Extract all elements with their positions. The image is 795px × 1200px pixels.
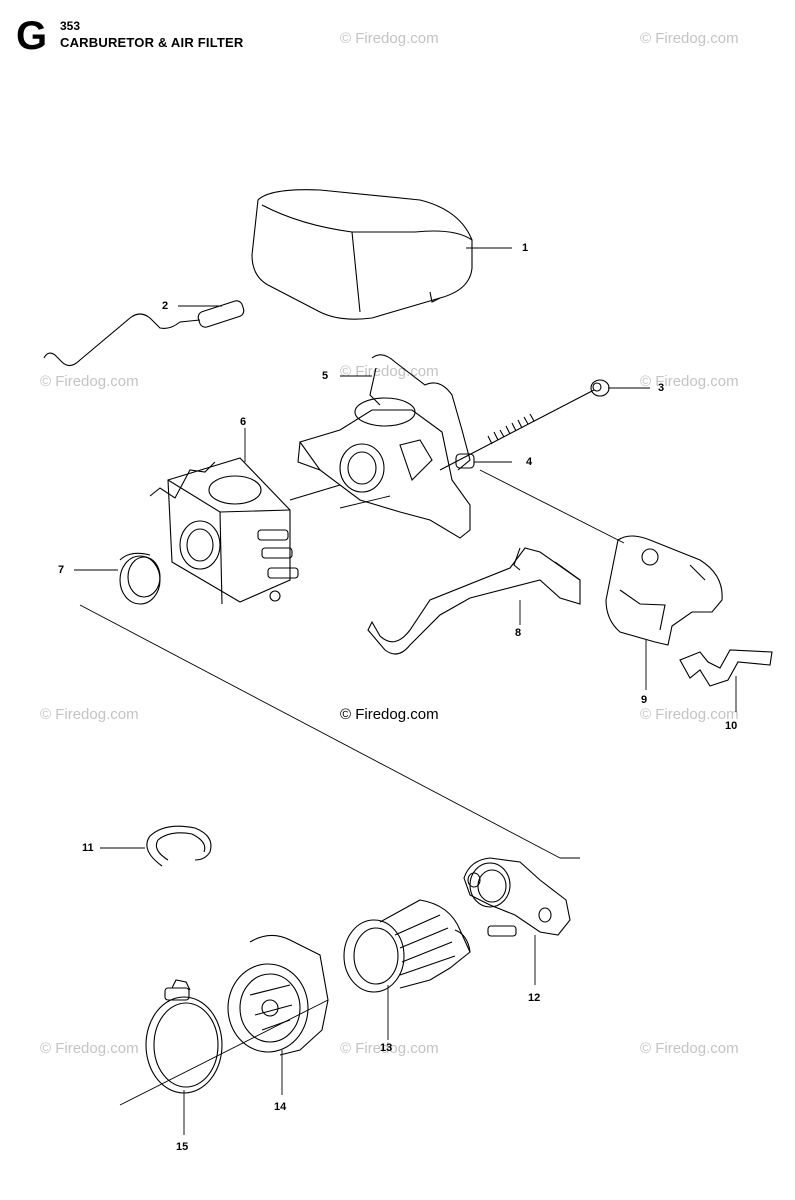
watermark: © Firedog.com bbox=[40, 373, 139, 390]
callout-11: 11 bbox=[82, 842, 94, 854]
center-watermark: © Firedog.com bbox=[340, 706, 439, 723]
watermark: © Firedog.com bbox=[640, 30, 739, 47]
watermark: © Firedog.com bbox=[640, 706, 739, 723]
callout-5: 5 bbox=[322, 370, 329, 382]
callout-8: 8 bbox=[515, 627, 522, 639]
section-letter: G bbox=[16, 14, 48, 58]
part-3-cap[interactable] bbox=[590, 379, 610, 397]
part-10-spring-clip[interactable] bbox=[679, 649, 773, 687]
part-7-ring-seal[interactable] bbox=[119, 552, 161, 605]
watermark: © Firedog.com bbox=[40, 1040, 139, 1057]
callout-2: 2 bbox=[162, 300, 169, 312]
callout-7: 7 bbox=[58, 564, 65, 576]
callout-13: 13 bbox=[380, 1042, 393, 1054]
callout-4: 4 bbox=[526, 456, 533, 468]
part-1-air-filter-cover[interactable] bbox=[251, 189, 473, 320]
page-title: CARBURETOR & AIR FILTER bbox=[60, 35, 244, 50]
part-15-hose-clamp[interactable] bbox=[145, 979, 223, 1094]
callout-1: 1 bbox=[522, 242, 529, 254]
callout-3: 3 bbox=[658, 382, 665, 394]
watermark: © Firedog.com bbox=[640, 1040, 739, 1057]
callout-14: 14 bbox=[274, 1101, 287, 1113]
page-number: 353 bbox=[60, 19, 81, 33]
part-11-circlip[interactable] bbox=[146, 825, 212, 867]
part-9-housing[interactable] bbox=[605, 535, 723, 646]
part-4-screw-spring[interactable] bbox=[439, 389, 595, 471]
callout-12: 12 bbox=[528, 992, 541, 1004]
part-8-throttle-link[interactable] bbox=[367, 547, 581, 655]
callout-10: 10 bbox=[725, 720, 738, 732]
watermark: © Firedog.com bbox=[340, 30, 439, 47]
part-13-intake-boot[interactable] bbox=[343, 899, 471, 993]
watermark: © Firedog.com bbox=[640, 373, 739, 390]
part-2-choke-rod[interactable] bbox=[43, 299, 245, 367]
callout-9: 9 bbox=[641, 694, 648, 706]
part-14-adapter[interactable] bbox=[227, 934, 329, 1056]
watermark: © Firedog.com bbox=[40, 706, 139, 723]
part-5-bracket[interactable] bbox=[297, 354, 471, 539]
part-6-carburetor[interactable] bbox=[149, 457, 341, 605]
callout-15: 15 bbox=[176, 1141, 189, 1153]
part-12-flange-clamp[interactable] bbox=[463, 857, 571, 937]
watermark: © Firedog.com bbox=[340, 1040, 439, 1057]
callout-6: 6 bbox=[240, 416, 247, 428]
